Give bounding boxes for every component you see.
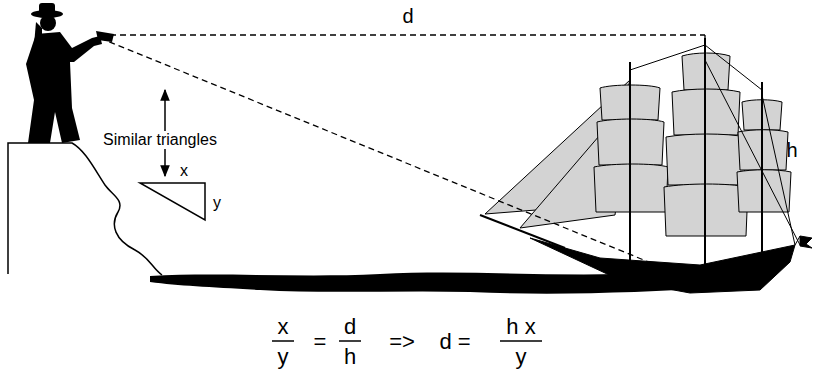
side-label: y xyxy=(213,195,221,211)
observer-silhouette xyxy=(26,3,114,143)
ship xyxy=(480,38,812,293)
height-label: h xyxy=(786,140,797,160)
sight-lines xyxy=(100,35,705,285)
formula-term: d = xyxy=(439,331,470,353)
formula-term: h xyxy=(344,346,356,368)
side-label: x xyxy=(180,163,188,179)
distance-label: d xyxy=(402,6,413,26)
formula-operator: => xyxy=(389,331,415,353)
formula-term: x xyxy=(278,316,289,338)
formula-term: d xyxy=(344,316,356,338)
formula-term: y xyxy=(516,346,527,368)
formula-term: y xyxy=(278,346,289,368)
formula-term: h x xyxy=(506,316,535,338)
formula-operator: = xyxy=(314,331,327,353)
annotation: Similar triangles xyxy=(100,131,220,149)
small-triangle xyxy=(140,183,205,220)
cliff xyxy=(8,143,162,275)
